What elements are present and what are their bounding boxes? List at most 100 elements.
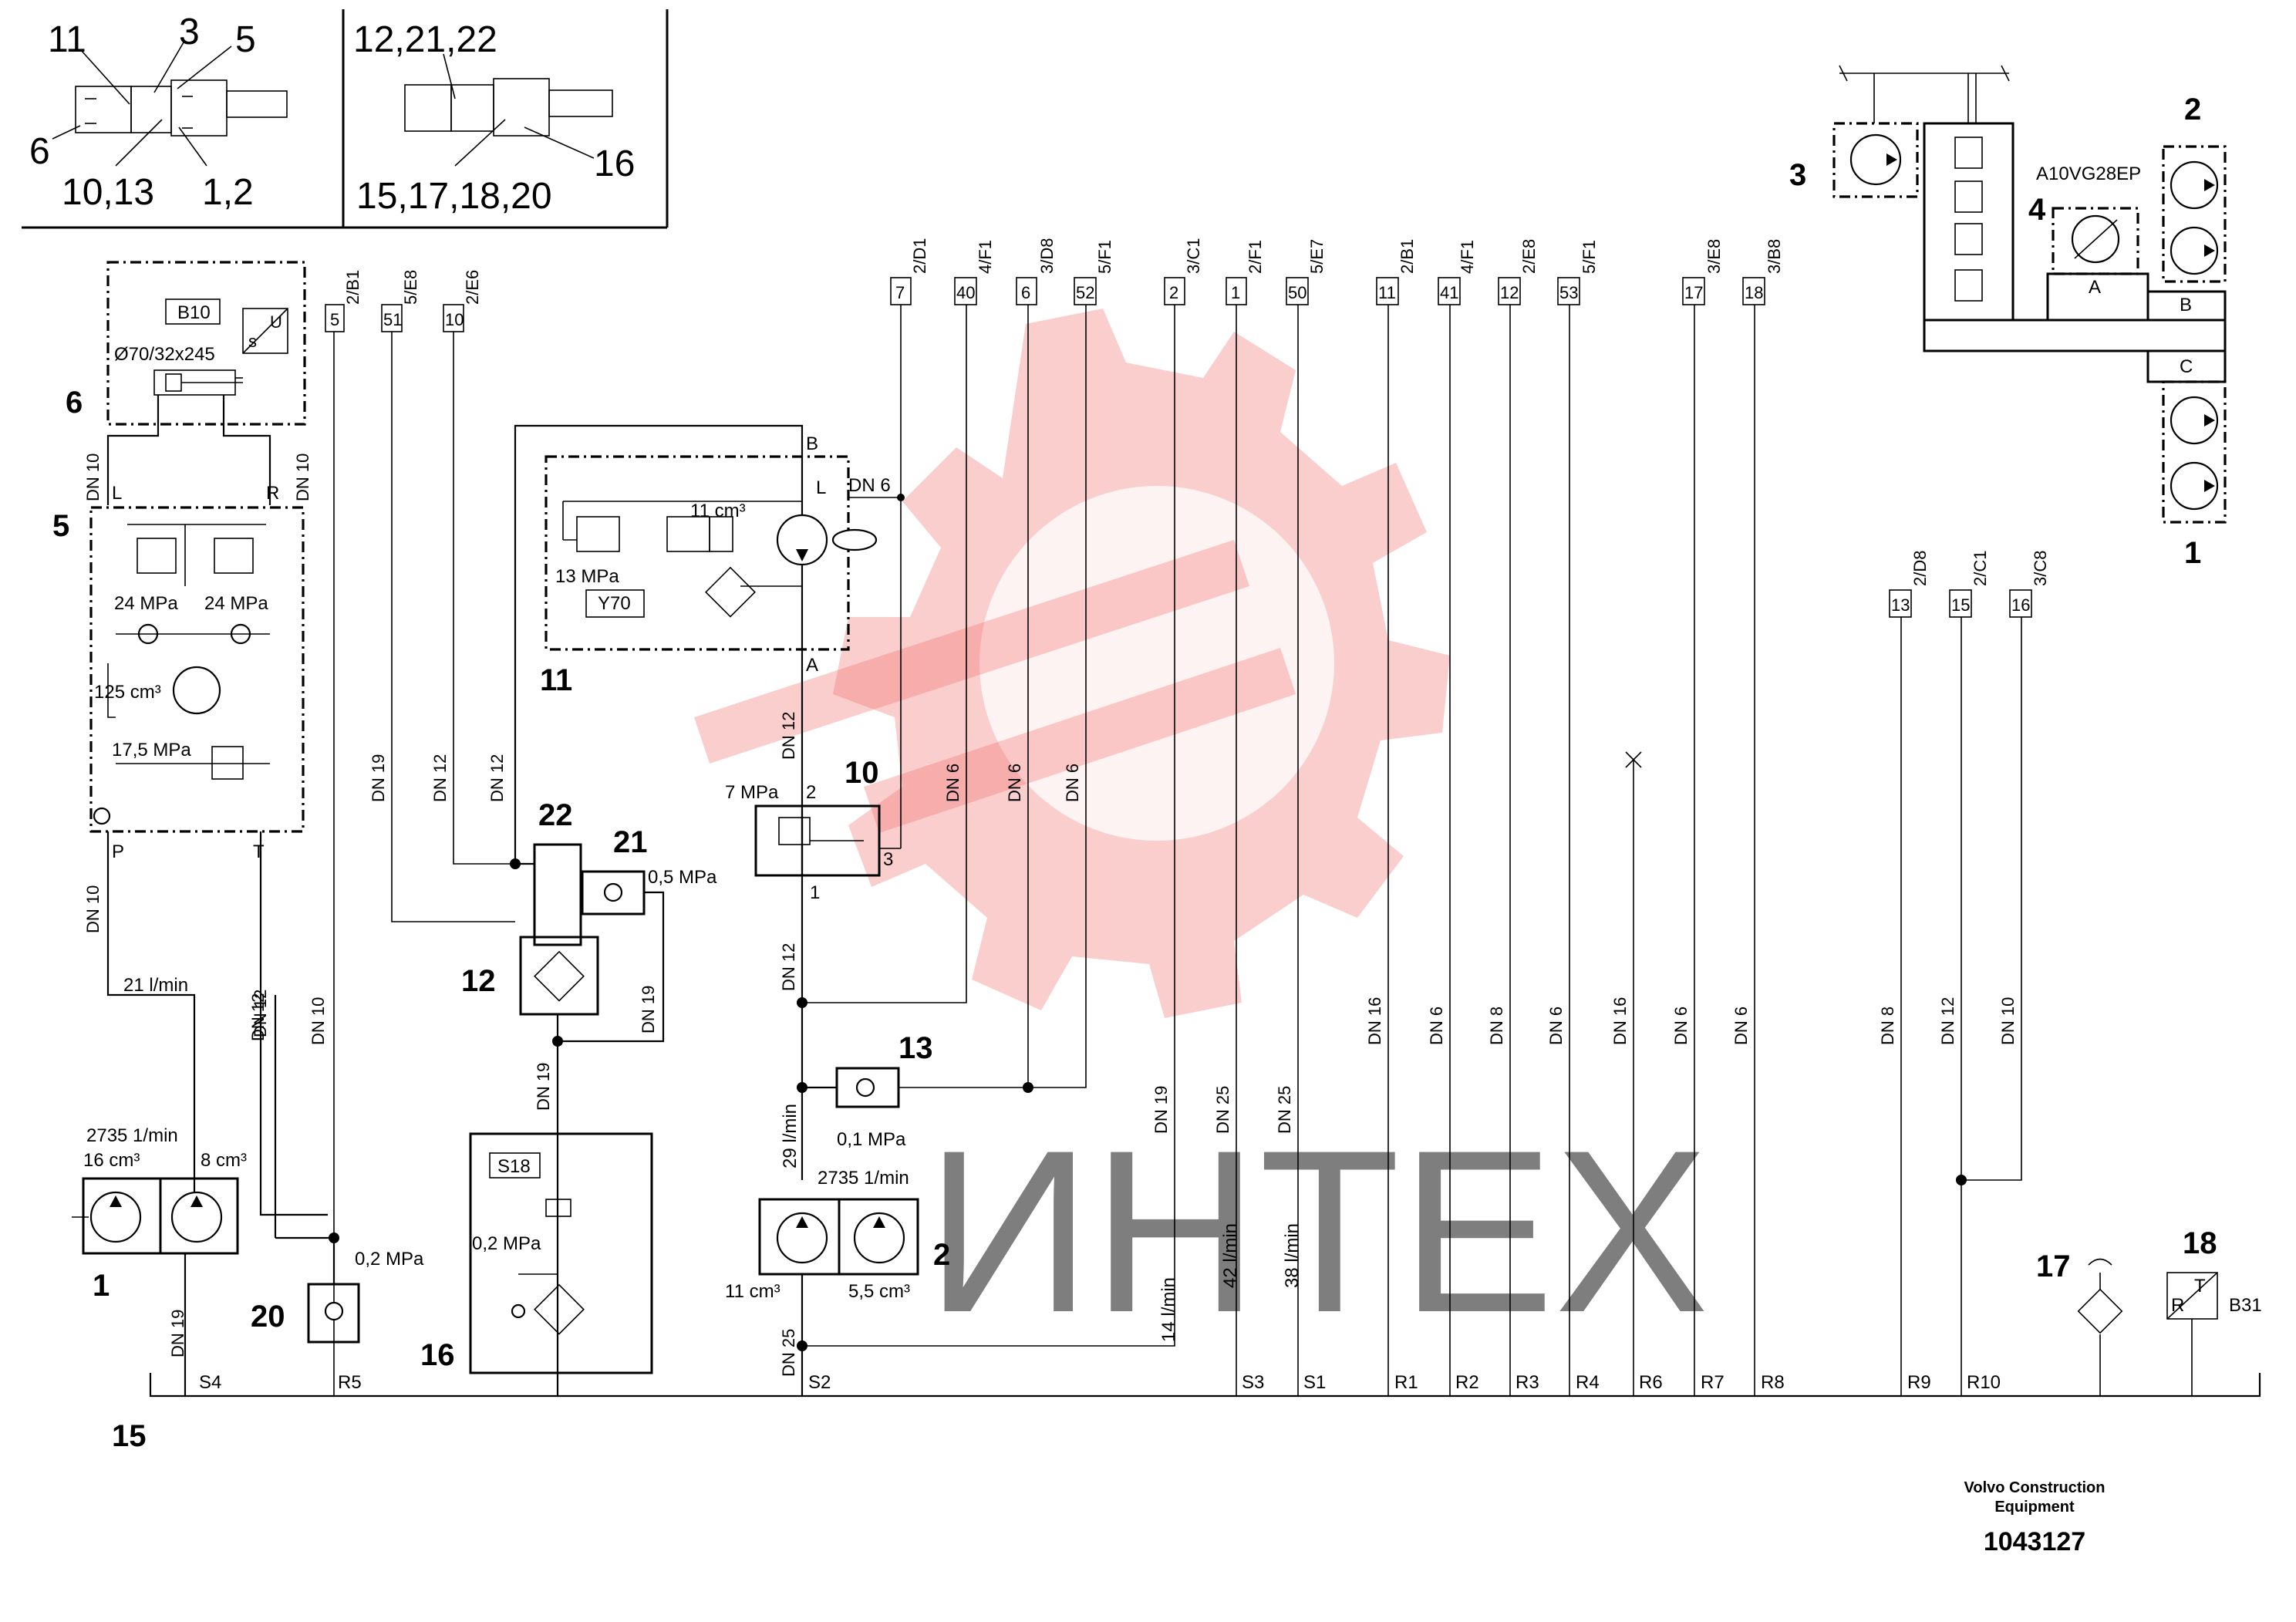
bus-r1: R1 xyxy=(1394,1372,1418,1393)
level-sensor-18 xyxy=(2166,1272,2218,1396)
tag-10: 10 xyxy=(445,310,464,329)
unit11-port-b: B xyxy=(806,433,818,454)
sensor-u-label: U xyxy=(270,312,282,332)
dn-col13: DN 8 xyxy=(1878,1007,1897,1045)
tag-1-ref: 2/F1 xyxy=(1246,240,1265,274)
tag-13-ref: 2/D8 xyxy=(1910,551,1930,586)
tag-6-ref: 3/D8 xyxy=(1037,238,1057,274)
pump2-flow: 29 l/min xyxy=(780,1104,801,1168)
watermark: ИНТЕХ xyxy=(694,309,1709,1361)
inset-label-6: 6 xyxy=(29,131,50,172)
watermark-band-2 xyxy=(864,648,1296,833)
dn-21-return: DN 19 xyxy=(639,986,658,1034)
tag-40-ref: 4/F1 xyxy=(976,240,995,274)
flow-col2: 14 l/min xyxy=(1158,1277,1179,1342)
tag-40: 40 xyxy=(956,283,975,302)
dn-12-out: DN 19 xyxy=(534,1063,553,1111)
tag-41-ref: 4/F1 xyxy=(1458,240,1477,274)
cylinder-code: B10 xyxy=(177,302,211,323)
inset-label-10-13: 10,13 xyxy=(62,172,154,213)
pump2-disp-right: 5,5 cm³ xyxy=(848,1281,910,1302)
cylinder-6-box xyxy=(106,261,306,426)
flow-col50: 38 l/min xyxy=(1282,1223,1303,1288)
unit11-solenoid: Y70 xyxy=(598,593,631,614)
dn-center-top: DN 12 xyxy=(779,712,798,760)
bus-s3: S3 xyxy=(1242,1372,1264,1393)
component-13-label: 13 xyxy=(899,1031,933,1065)
tag-2-ref: 3/C1 xyxy=(1184,238,1203,274)
component-20-label: 20 xyxy=(251,1300,285,1334)
cylinder-code-box xyxy=(165,298,221,325)
tag-5-ref: 2/B1 xyxy=(343,270,362,305)
inset-left-drawing xyxy=(52,42,288,167)
bus-s4: S4 xyxy=(199,1372,221,1393)
component-22-label: 22 xyxy=(538,798,573,832)
bus-r6: R6 xyxy=(1639,1372,1663,1393)
bus-r10: R10 xyxy=(1967,1372,2001,1393)
tag-18-ref: 3/B8 xyxy=(1765,239,1784,274)
component-5-label: 5 xyxy=(52,509,69,543)
valve5-motor-displacement: 125 cm³ xyxy=(94,682,161,703)
dn-cyl-right: DN 10 xyxy=(293,454,312,501)
pump-1-box xyxy=(2162,380,2227,524)
filter16-switch: S18 xyxy=(497,1156,531,1177)
bus-s1: S1 xyxy=(1303,1372,1326,1393)
filter-16 xyxy=(469,1132,653,1396)
dn-col50: DN 25 xyxy=(1275,1086,1294,1134)
bus-r4: R4 xyxy=(1576,1372,1600,1393)
bus-s2: S2 xyxy=(808,1372,831,1393)
dn-pump1-inlet: DN 19 xyxy=(168,1310,187,1357)
tag-50-ref: 5/E7 xyxy=(1307,239,1327,274)
valve5-relief-main: 17,5 MPa xyxy=(112,740,191,760)
engine-block xyxy=(1923,122,2014,322)
component-21-label: 21 xyxy=(613,825,648,859)
watermark-text: ИНТЕХ xyxy=(925,1101,1709,1361)
valve5-port-t: T xyxy=(253,841,265,862)
footer-company-1: Volvo Construction xyxy=(1964,1479,2106,1496)
inset-right-drawing xyxy=(404,53,613,167)
tag-6: 6 xyxy=(1021,283,1030,302)
tag-17-ref: 3/E8 xyxy=(1704,239,1724,274)
unit11-proportional-valve xyxy=(576,516,620,552)
component-18-label: 18 xyxy=(2183,1226,2217,1260)
inset-label-1-2: 1,2 xyxy=(202,172,254,213)
cylinder-size: Ø70/32x245 xyxy=(114,344,215,365)
flow-col1: 42 l/min xyxy=(1220,1223,1241,1288)
component-2-label: 2 xyxy=(933,1238,950,1272)
inset-label-3: 3 xyxy=(179,12,200,52)
dn-col17: DN 6 xyxy=(1671,1007,1691,1045)
breather-17 xyxy=(2077,1258,2123,1396)
pump1-flow: 21 l/min xyxy=(123,975,188,996)
tag-5: 5 xyxy=(330,310,339,329)
inset-panel: 11 3 5 6 10,13 1,2 12,21,22 16 15,17,18,… xyxy=(22,9,669,229)
tag-16: 16 xyxy=(2011,595,2030,615)
bus-r9: R9 xyxy=(1907,1372,1931,1393)
filter16-pressure: 0,2 MPa xyxy=(472,1233,541,1254)
tag-13: 13 xyxy=(1891,595,1910,615)
valve13-pressure: 0,1 MPa xyxy=(837,1129,906,1150)
tag-11: 11 xyxy=(1378,283,1396,302)
inset-label-12-21-22: 12,21,22 xyxy=(353,19,497,60)
solenoid-y70-box xyxy=(585,589,645,618)
inset-label-11: 11 xyxy=(48,19,86,60)
dn-r6: DN 16 xyxy=(1610,997,1630,1045)
tag-50: 50 xyxy=(1288,283,1306,302)
displacement-sensor xyxy=(242,308,288,354)
dn-col6: DN 6 xyxy=(1005,764,1024,802)
dn-col53: DN 6 xyxy=(1546,1007,1566,1045)
pump2-speed: 2735 1/min xyxy=(818,1168,909,1189)
bus-r5: R5 xyxy=(338,1372,362,1393)
inset-label-16: 16 xyxy=(594,143,635,184)
tag-53: 53 xyxy=(1559,283,1578,302)
cylinder-6 xyxy=(106,261,306,426)
pump1-disp-left: 16 cm³ xyxy=(83,1150,140,1171)
unit11-port-l: L xyxy=(816,477,826,498)
valve10-pressure: 7 MPa xyxy=(725,782,779,803)
component-10-label: 10 xyxy=(845,756,879,790)
fan-unit-11 xyxy=(544,455,878,656)
valve-10-box xyxy=(754,804,881,877)
dn-col41: DN 6 xyxy=(1427,1007,1446,1045)
dn-col51: DN 19 xyxy=(369,754,388,802)
tag-52-ref: 5/F1 xyxy=(1095,240,1114,274)
